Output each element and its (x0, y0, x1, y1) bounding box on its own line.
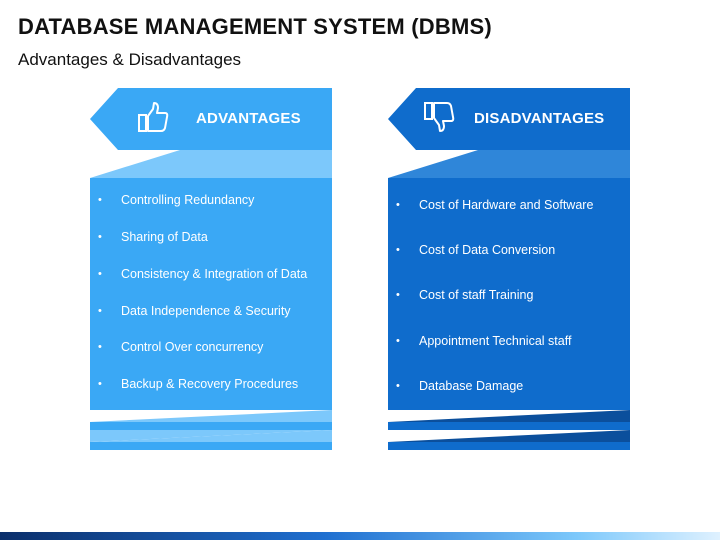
list-item: •Control Over concurrency (98, 340, 264, 354)
thumbs-up-icon (138, 102, 169, 132)
list-item: •Sharing of Data (98, 230, 208, 244)
bullet-icon: • (396, 335, 400, 347)
bullet-icon: • (396, 380, 400, 392)
list-item: •Backup & Recovery Procedures (98, 377, 299, 391)
page-title: DATABASE MANAGEMENT SYSTEM (DBMS) (18, 14, 492, 39)
advantages-list-box: •Controlling Redundancy •Sharing of Data… (90, 178, 332, 410)
advantages-fold (90, 150, 332, 178)
bullet-icon: • (98, 231, 102, 243)
list-item: •Cost of Data Conversion (396, 243, 556, 257)
disadvantages-ribbons (388, 410, 630, 450)
list-item: •Controlling Redundancy (98, 193, 255, 207)
list-item: •Database Damage (396, 379, 524, 393)
advantages-banner (90, 88, 332, 150)
page-subtitle: Advantages & Disadvantages (18, 50, 242, 69)
list-item: •Cost of Hardware and Software (396, 198, 594, 212)
bullet-icon: • (98, 341, 102, 353)
list-item: •Cost of staff Training (396, 288, 534, 302)
disadvantages-heading: DISADVANTAGES (474, 110, 605, 127)
footer-gradient-bar (0, 532, 720, 540)
bullet-icon: • (98, 194, 102, 206)
thumbs-down-icon (424, 102, 455, 132)
bullet-icon: • (396, 289, 400, 301)
bullet-icon: • (396, 244, 400, 256)
bullet-icon: • (98, 305, 102, 317)
disadvantages-list-box: •Cost of Hardware and Software •Cost of … (388, 178, 630, 410)
advantages-panel: ADVANTAGES •Controlling Redundancy •Shar… (90, 86, 332, 456)
bullet-icon: • (98, 378, 102, 390)
disadvantages-panel: DISADVANTAGES •Cost of Hardware and Soft… (388, 86, 630, 456)
list-item: •Appointment Technical staff (396, 334, 572, 348)
bullet-icon: • (396, 199, 400, 211)
disadvantages-fold (388, 150, 630, 178)
advantages-heading: ADVANTAGES (196, 110, 301, 127)
list-item: •Data Independence & Security (98, 304, 291, 318)
list-item: •Consistency & Integration of Data (98, 267, 308, 281)
advantages-ribbons (90, 410, 332, 450)
bullet-icon: • (98, 268, 102, 280)
